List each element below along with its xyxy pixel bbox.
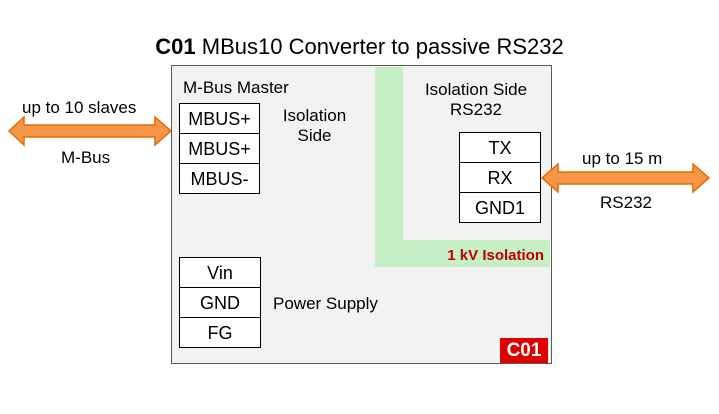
rs232-label: RS232 <box>600 193 652 212</box>
terminal-fg: FG <box>179 317 261 348</box>
mbus-isolation-side-line1: Isolation <box>282 106 347 125</box>
isolation-rating-label: 1 kV Isolation <box>447 247 544 264</box>
terminal-mbus-plus-2: MBUS+ <box>179 133 260 164</box>
rs232-double-arrow-icon <box>540 162 711 194</box>
diagram-title: C01 MBus10 Converter to passive RS232 <box>0 34 719 60</box>
rs232-heading-line1: Isolation Side <box>424 80 528 99</box>
title-code: C01 <box>155 34 196 59</box>
mbus-isolation-side-label: Isolation Side <box>272 106 357 146</box>
mbus-isolation-side-line2: Side <box>297 126 332 145</box>
mbus-double-arrow-icon <box>7 115 173 147</box>
terminal-mbus-plus-1: MBUS+ <box>179 103 260 134</box>
mbus-slaves-label: up to 10 slaves <box>22 98 137 117</box>
isolation-barrier-corner <box>375 180 403 267</box>
mbus-master-heading: M-Bus Master <box>183 78 289 97</box>
rs232-distance-label: up to 15 m <box>582 149 663 168</box>
isolation-barrier-horizontal <box>375 240 550 267</box>
mbus-label: M-Bus <box>61 148 111 167</box>
title-text: MBus10 Converter to passive RS232 <box>201 34 564 59</box>
terminal-vin: Vin <box>179 257 261 288</box>
terminal-mbus-minus: MBUS- <box>179 163 260 194</box>
terminal-tx: TX <box>459 132 541 163</box>
power-supply-label: Power Supply <box>273 294 378 313</box>
rs232-heading-line2: RS232 <box>450 100 502 119</box>
rs232-isolation-side-heading: Isolation Side RS232 <box>410 80 542 120</box>
terminal-rx: RX <box>459 162 541 193</box>
terminal-gnd1: GND1 <box>459 192 541 223</box>
terminal-gnd: GND <box>179 287 261 318</box>
module-code-badge: C01 <box>500 338 548 363</box>
